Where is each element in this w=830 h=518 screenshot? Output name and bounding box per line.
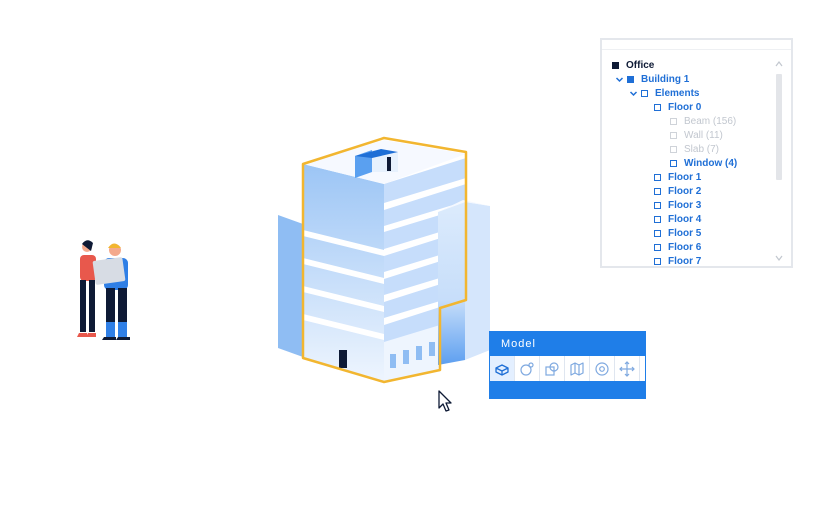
sphere-pin-icon — [520, 361, 534, 376]
tree-item-checkbox[interactable] — [612, 61, 619, 69]
tree-item[interactable]: Floor 4 — [654, 212, 701, 226]
tree-item-checkbox[interactable] — [654, 201, 661, 209]
tree-item-checkbox[interactable] — [627, 75, 634, 83]
model-panel-title: Model — [501, 338, 536, 350]
chevron-down-icon[interactable] — [628, 88, 638, 98]
tree-item-label: Floor 3 — [668, 199, 702, 211]
mouse-cursor-icon — [438, 390, 452, 412]
cube-sphere-tool-button[interactable] — [540, 356, 565, 381]
tree-item[interactable]: Window (4) — [670, 156, 737, 170]
tree-item[interactable]: Floor 0 — [654, 100, 701, 114]
move-arrows-tool-button[interactable] — [615, 356, 640, 381]
box-select-icon — [495, 363, 509, 376]
tree-item-label: Elements — [655, 87, 700, 99]
tree-panel-header — [602, 40, 791, 50]
tree-item-checkbox[interactable] — [670, 131, 677, 139]
target-circle-icon — [595, 361, 609, 376]
box-select-tool-button[interactable] — [490, 356, 515, 381]
tree-item-label: Office — [626, 59, 655, 71]
tree-item-label: Beam (156) — [684, 115, 737, 127]
tree-item[interactable]: Floor 1 — [654, 170, 701, 184]
tree-item[interactable]: Floor 5 — [654, 226, 701, 240]
tree-item-checkbox[interactable] — [654, 187, 661, 195]
tree-item[interactable]: Building 1 — [614, 72, 689, 86]
tree-item-checkbox[interactable] — [670, 117, 677, 125]
model-toolbar-panel: Model — [489, 331, 646, 399]
tree-item-label: Floor 1 — [668, 171, 702, 183]
tree-item-checkbox[interactable] — [654, 215, 661, 223]
tree-item-label: Floor 4 — [668, 213, 702, 225]
tree-item-checkbox[interactable] — [670, 159, 677, 167]
building-model — [278, 136, 490, 384]
cube-sphere-icon — [545, 361, 559, 376]
tree-item-label: Floor 7 — [668, 255, 702, 267]
tree-item[interactable]: Elements — [628, 86, 699, 100]
tree-item-checkbox[interactable] — [641, 89, 648, 97]
sphere-pin-tool-button[interactable] — [515, 356, 540, 381]
tree-item-label: Window (4) — [684, 157, 738, 169]
tree-item-label: Wall (11) — [684, 129, 723, 141]
tree-item-checkbox[interactable] — [670, 145, 677, 153]
tree-item-label: Floor 5 — [668, 227, 702, 239]
tree-item[interactable]: Wall (11) — [670, 128, 723, 142]
map-fold-tool-button[interactable] — [565, 356, 590, 381]
tree-scrollbar[interactable] — [776, 74, 782, 180]
tree-item-checkbox[interactable] — [654, 173, 661, 181]
tree-item[interactable]: Beam (156) — [670, 114, 736, 128]
move-arrows-icon — [619, 360, 635, 377]
tree-item[interactable]: Slab (7) — [670, 142, 719, 156]
map-fold-icon — [570, 361, 584, 376]
scroll-up-icon[interactable] — [775, 60, 783, 68]
tree-item[interactable]: Floor 3 — [654, 198, 701, 212]
tree-item[interactable]: Office — [612, 58, 654, 72]
model-tools — [490, 356, 645, 381]
chevron-down-icon[interactable] — [614, 74, 624, 84]
tree-item-checkbox[interactable] — [654, 229, 661, 237]
tree-item-checkbox[interactable] — [654, 103, 661, 111]
tree-item-label: Building 1 — [641, 73, 690, 85]
tree-item-label: Floor 6 — [668, 241, 702, 253]
tree-item[interactable]: Floor 6 — [654, 240, 701, 254]
tree-item[interactable]: Floor 2 — [654, 184, 701, 198]
scroll-down-icon[interactable] — [775, 254, 783, 262]
tree-item-label: Slab (7) — [684, 143, 720, 155]
tree-item-label: Floor 2 — [668, 185, 702, 197]
tree-item-checkbox[interactable] — [654, 243, 661, 251]
tree-item-checkbox[interactable] — [654, 257, 661, 265]
tree-item-label: Floor 0 — [668, 101, 702, 113]
people-illustration — [77, 240, 130, 340]
target-circle-tool-button[interactable] — [590, 356, 615, 381]
tree-item[interactable]: Floor 7 — [654, 254, 701, 266]
